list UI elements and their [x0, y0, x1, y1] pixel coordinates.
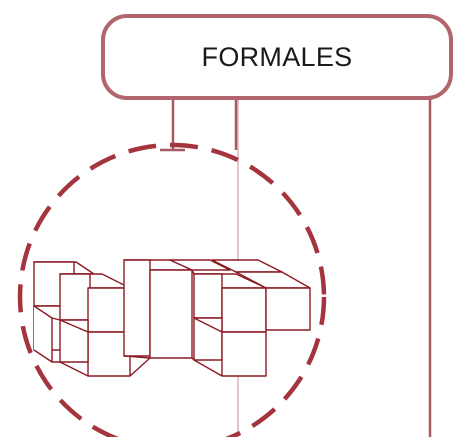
guide-line — [186, 71, 239, 437]
stacked-cubes-icon — [33, 259, 311, 377]
category-label: FORMALES — [201, 42, 353, 72]
category-label-box: FORMALES — [101, 14, 453, 100]
bracket-connector — [160, 96, 238, 152]
dashed-circle — [17, 142, 327, 437]
